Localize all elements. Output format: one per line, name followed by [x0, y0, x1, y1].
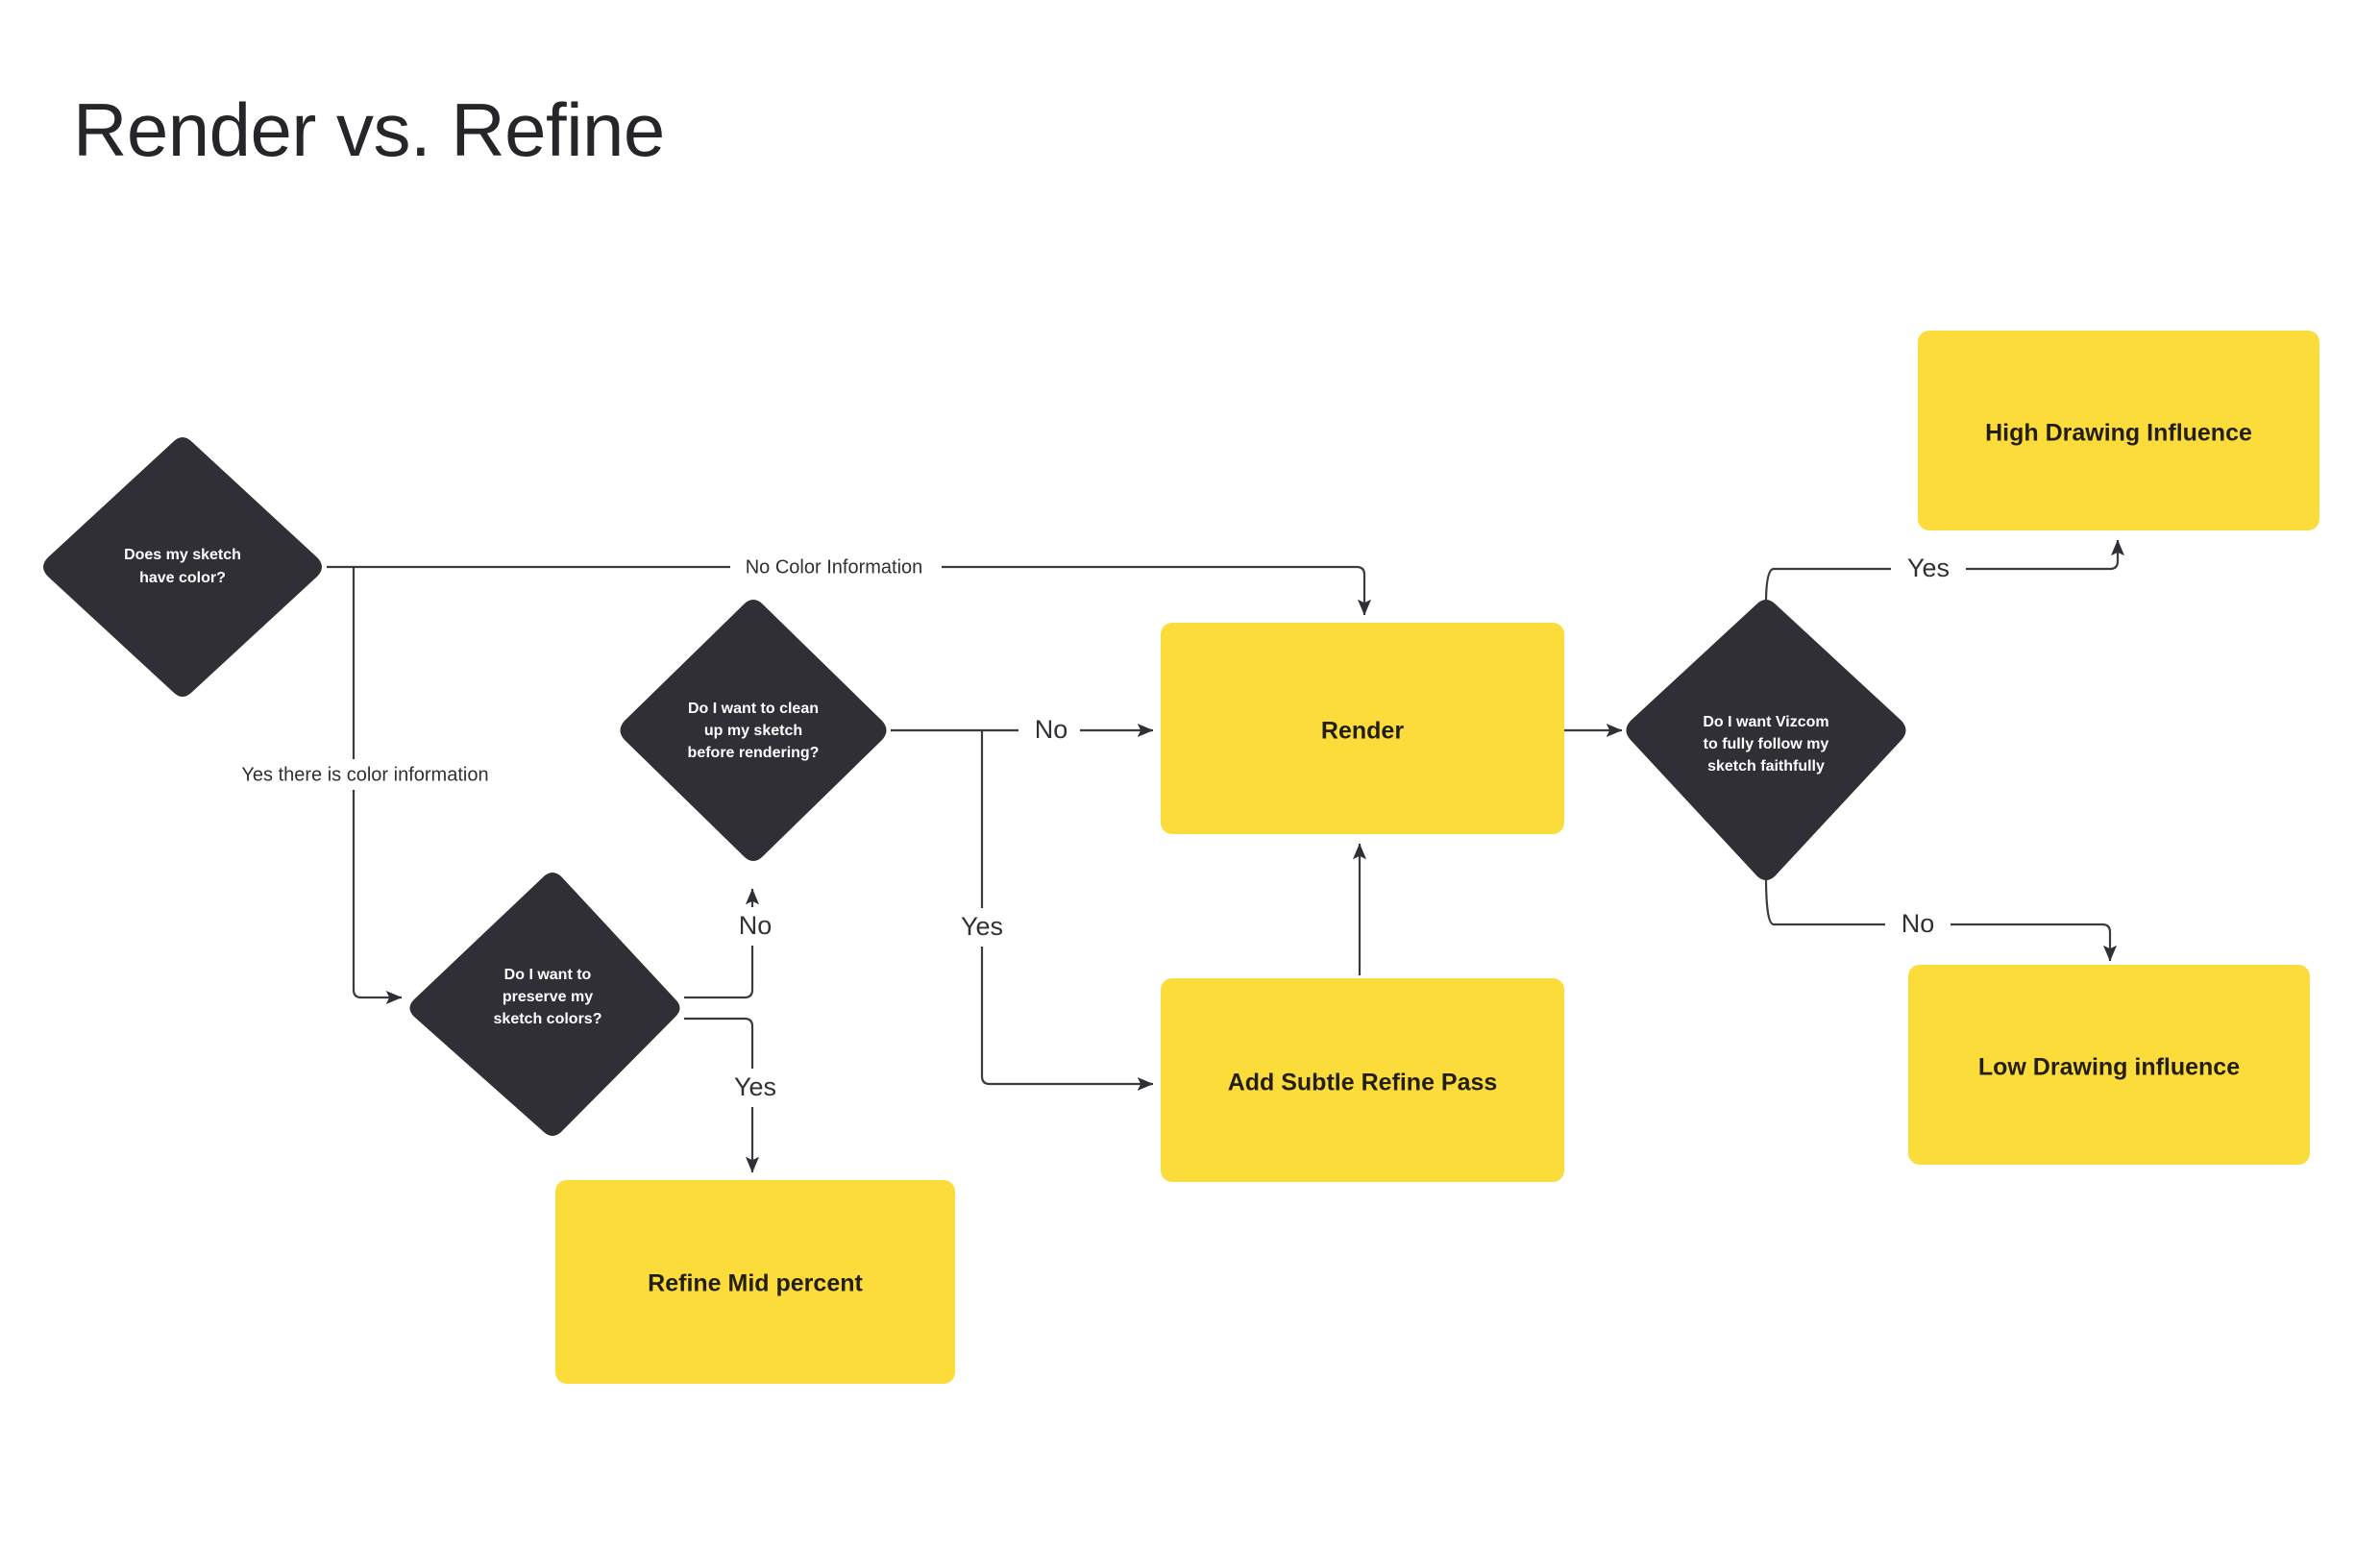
edge-faithful-no-to-low-influence: [1764, 875, 2118, 962]
edge-label-yes-faithful: Yes: [1907, 554, 1950, 582]
page-title: Render vs. Refine: [73, 87, 665, 172]
box-shape-low-drawing-influence: [1908, 965, 2310, 1165]
edge-no-color-information: [327, 565, 1372, 616]
edge-yes-there-is-color-information: [352, 567, 403, 1005]
box-shape-high-drawing-influence: [1918, 331, 2319, 530]
node-label-render: Render: [1321, 718, 1404, 745]
node-low-drawing-influence[interactable]: Low Drawing influence: [1908, 965, 2310, 1165]
node-does-my-sketch-have-color[interactable]: Does my sketch have color?: [43, 437, 322, 697]
node-vizcom-follow-sketch-faithfully[interactable]: Do I want Vizcom to fully follow my sket…: [1626, 600, 1906, 880]
node-label-sketch-color-line2: have color?: [139, 570, 226, 586]
diamond-shape-sketch-color: [43, 437, 322, 697]
edge-label-no-color-information: No Color Information: [746, 556, 923, 578]
node-label-preserve-line1: Do I want to: [504, 967, 592, 983]
box-shape-render: [1161, 623, 1564, 834]
node-refine-mid-percent[interactable]: Refine Mid percent: [555, 1180, 955, 1384]
edge-faithful-yes-to-high-influence: [1764, 539, 2125, 604]
node-label-add-subtle-refine-pass: Add Subtle Refine Pass: [1228, 1070, 1498, 1096]
node-clean-up-sketch-before-rendering[interactable]: Do I want to clean up my sketch before r…: [620, 600, 887, 861]
edge-label-yes-cleanup: Yes: [961, 912, 1003, 941]
edge-label-no-cleanup: No: [1035, 715, 1068, 744]
edge-label-yes-preserve: Yes: [734, 1072, 776, 1101]
diamond-shape-cleanup: [620, 600, 887, 861]
node-label-faithful-line1: Do I want Vizcom: [1703, 714, 1828, 730]
node-high-drawing-influence[interactable]: High Drawing Influence: [1918, 331, 2319, 530]
node-label-preserve-line3: sketch colors?: [494, 1011, 602, 1027]
box-shape-add-subtle-refine-pass: [1161, 978, 1564, 1182]
node-preserve-my-sketch-colors[interactable]: Do I want to preserve my sketch colors?: [409, 873, 680, 1136]
node-label-cleanup-line1: Do I want to clean: [688, 701, 819, 717]
edge-label-yes-there-is-color-information: Yes there is color information: [241, 764, 488, 785]
edge-layer: [327, 539, 2125, 1173]
edge-label-no-faithful: No: [1902, 909, 1935, 938]
node-label-sketch-color-line1: Does my sketch: [124, 547, 241, 563]
node-label-cleanup-line2: up my sketch: [704, 723, 802, 739]
edge-preserve-no-to-cleanup: [684, 888, 760, 999]
box-shape-refine-mid-percent: [555, 1180, 955, 1384]
node-add-subtle-refine-pass[interactable]: Add Subtle Refine Pass: [1161, 978, 1564, 1182]
diamond-shape-preserve-colors: [409, 873, 680, 1136]
edge-label-no-preserve: No: [739, 911, 773, 940]
edge-preserve-yes-to-refine-mid: [684, 1017, 760, 1173]
edge-label-layer: No Color Information Yes there is color …: [233, 550, 1966, 1107]
edge-cleanup-yes-to-refine-pass: [980, 730, 1154, 1092]
node-label-faithful-line2: to fully follow my: [1704, 736, 1829, 752]
node-label-preserve-line2: preserve my: [503, 989, 593, 1005]
node-label-refine-mid-percent: Refine Mid percent: [648, 1270, 863, 1297]
node-label-cleanup-line3: before rendering?: [688, 745, 820, 761]
node-label-faithful-line3: sketch faithfully: [1707, 758, 1825, 775]
node-label-high-drawing-influence: High Drawing Influence: [1985, 420, 2252, 447]
node-render[interactable]: Render: [1161, 623, 1564, 834]
node-label-low-drawing-influence: Low Drawing influence: [1978, 1054, 2240, 1081]
diamond-shape-follow-faithfully: [1626, 600, 1906, 880]
